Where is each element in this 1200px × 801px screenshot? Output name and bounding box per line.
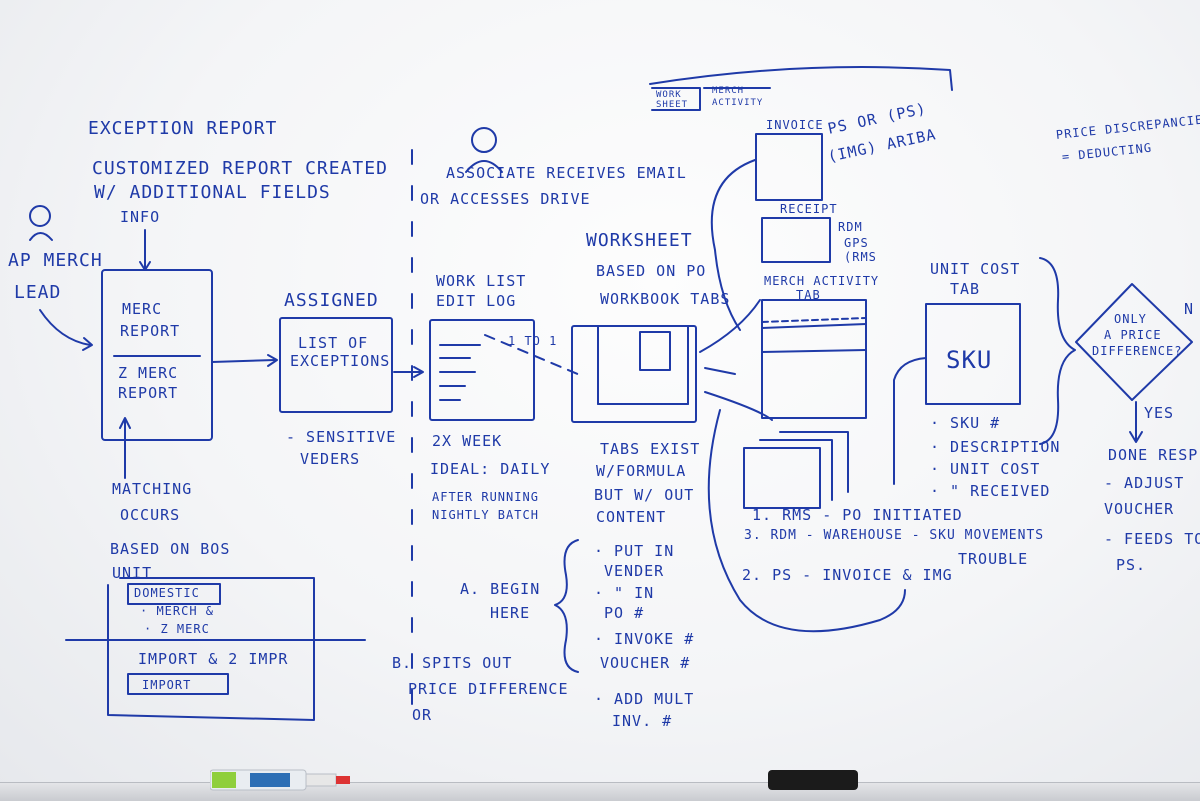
domestic-label: DOMESTIC bbox=[134, 586, 200, 600]
occurs-label: OCCURS bbox=[120, 506, 181, 524]
content-label: CONTENT bbox=[596, 508, 667, 526]
or-label: OR bbox=[412, 706, 433, 724]
trouble-label: TROUBLE bbox=[958, 550, 1029, 568]
edit-log-label: EDIT LOG bbox=[436, 292, 517, 310]
sku-num-item: · SKU # bbox=[930, 414, 1001, 432]
done-resp-label: DONE RESP bbox=[1108, 446, 1199, 464]
z-merc-item: · Z MERC bbox=[144, 622, 210, 636]
merch-activity-l2: TAB bbox=[796, 288, 821, 302]
ditto-in-item: · " IN bbox=[594, 584, 655, 602]
ap-merch-label: AP MERCH bbox=[8, 250, 103, 271]
custom-report-line2: W/ ADDITIONAL FIELDS bbox=[94, 182, 331, 203]
unit-cost-l1: UNIT COST bbox=[930, 260, 1021, 278]
feeds-to-label: - FEEDS TO bbox=[1104, 530, 1200, 548]
n-label: N bbox=[1184, 300, 1195, 318]
person-icon bbox=[465, 127, 503, 173]
person-icon bbox=[29, 205, 53, 241]
work-sheet-tab-l2: SHEET bbox=[656, 100, 689, 110]
voucher-num-item: VOUCHER # bbox=[600, 654, 691, 672]
merch-activity-tab-l2: ACTIVITY bbox=[712, 98, 764, 108]
sensitive-l1: - SENSITIVE bbox=[286, 428, 397, 446]
import-2impr-label: IMPORT & 2 IMPR bbox=[138, 650, 289, 668]
worksheet-label: WORKSHEET bbox=[586, 230, 693, 251]
marker-cleaner-bottle bbox=[210, 769, 350, 791]
unit-cost-item: · UNIT COST bbox=[930, 460, 1041, 478]
invoice-num-item: · INVOKE # bbox=[594, 630, 695, 648]
sensitive-l2: VEDERS bbox=[300, 450, 361, 468]
info-label: INFO bbox=[120, 208, 161, 226]
yes-label: YES bbox=[1144, 404, 1175, 422]
but-wout-label: BUT W/ OUT bbox=[594, 486, 695, 504]
list-of-l2: EXCEPTIONS bbox=[290, 352, 391, 370]
a-begin-l1: A. BEGIN bbox=[460, 580, 541, 598]
rdm-l3: (RMS bbox=[844, 250, 877, 264]
associate-l2: OR ACCESSES DRIVE bbox=[420, 190, 591, 208]
a-begin-l2: HERE bbox=[490, 604, 531, 622]
b-spits-line: B. SPITS OUT bbox=[392, 654, 513, 672]
voucher-label: VOUCHER bbox=[1104, 500, 1175, 518]
rdm-l2: GPS bbox=[844, 236, 869, 250]
rms-po-line: 1. RMS - PO INITIATED bbox=[752, 506, 963, 524]
import-label: IMPORT bbox=[142, 678, 192, 692]
merch-activity-l1: MERCH ACTIVITY bbox=[764, 274, 880, 288]
one-to-one-label: 1 TO 1 bbox=[508, 334, 558, 348]
associate-l1: ASSOCIATE RECEIVES EMAIL bbox=[446, 164, 687, 182]
after-running-label: AFTER RUNNING bbox=[432, 490, 539, 504]
inv-num-item: INV. # bbox=[612, 712, 673, 730]
z-merc-l2: REPORT bbox=[118, 384, 179, 402]
assigned-label: ASSIGNED bbox=[284, 290, 379, 311]
tabs-exist-label: TABS EXIST bbox=[600, 440, 701, 458]
price-diff-line: PRICE DIFFERENCE bbox=[408, 680, 569, 698]
received-item: · " RECEIVED bbox=[930, 482, 1051, 500]
receipt-label: RECEIPT bbox=[780, 202, 838, 216]
rdm-warehouse-line: 3. RDM - WAREHOUSE - SKU MOVEMENTS bbox=[744, 528, 1045, 543]
based-on-po-label: BASED ON PO bbox=[596, 262, 707, 280]
list-of-l1: LIST OF bbox=[298, 334, 369, 352]
diamond-difference: DIFFERENCE? bbox=[1092, 344, 1183, 358]
matching-label: MATCHING bbox=[112, 480, 193, 498]
exception-report-title: EXCEPTION REPORT bbox=[88, 118, 278, 139]
put-in-item: · PUT IN bbox=[594, 542, 675, 560]
custom-report-line1: CUSTOMIZED REPORT CREATED bbox=[92, 158, 388, 179]
merc-report-l1: MERC bbox=[122, 300, 163, 318]
whiteboard-eraser[interactable] bbox=[768, 770, 858, 790]
sku-label: SKU bbox=[946, 346, 993, 374]
ideal-label: IDEAL: DAILY bbox=[430, 460, 551, 478]
merch-and-label: · MERCH & bbox=[140, 604, 215, 618]
workbook-tabs-label: WORKBOOK TABS bbox=[600, 290, 731, 308]
diamond-price: A PRICE bbox=[1104, 328, 1162, 342]
description-item: · DESCRIPTION bbox=[930, 438, 1061, 456]
merc-report-l2: REPORT bbox=[120, 322, 181, 340]
diamond-only: ONLY bbox=[1114, 312, 1147, 326]
po-num-item: PO # bbox=[604, 604, 645, 622]
nightly-batch-label: NIGHTLY BATCH bbox=[432, 508, 539, 522]
work-sheet-tab-l1: WORK bbox=[656, 90, 682, 100]
vendor-item: VENDER bbox=[604, 562, 665, 580]
invoice-label: INVOICE bbox=[766, 118, 824, 132]
twox-week-label: 2X WEEK bbox=[432, 432, 503, 450]
adjust-label: - ADJUST bbox=[1104, 474, 1185, 492]
ps-label: PS. bbox=[1116, 556, 1147, 574]
w-formula-label: W/FORMULA bbox=[596, 462, 687, 480]
unit-cost-l2: TAB bbox=[950, 280, 981, 298]
lead-label: LEAD bbox=[14, 282, 62, 303]
add-mult-item: · ADD MULT bbox=[594, 690, 695, 708]
based-on-bos-label: BASED ON BOS bbox=[110, 540, 231, 558]
whiteboard-tray bbox=[0, 782, 1200, 801]
rdm-l1: RDM bbox=[838, 220, 863, 234]
merch-activity-tab-l1: MERCH bbox=[712, 86, 745, 96]
unit-label: UNIT bbox=[112, 564, 153, 582]
z-merc-l1: Z MERC bbox=[118, 364, 179, 382]
ps-invoice-line: 2. PS - INVOICE & IMG bbox=[742, 566, 953, 584]
work-list-label: WORK LIST bbox=[436, 272, 527, 290]
